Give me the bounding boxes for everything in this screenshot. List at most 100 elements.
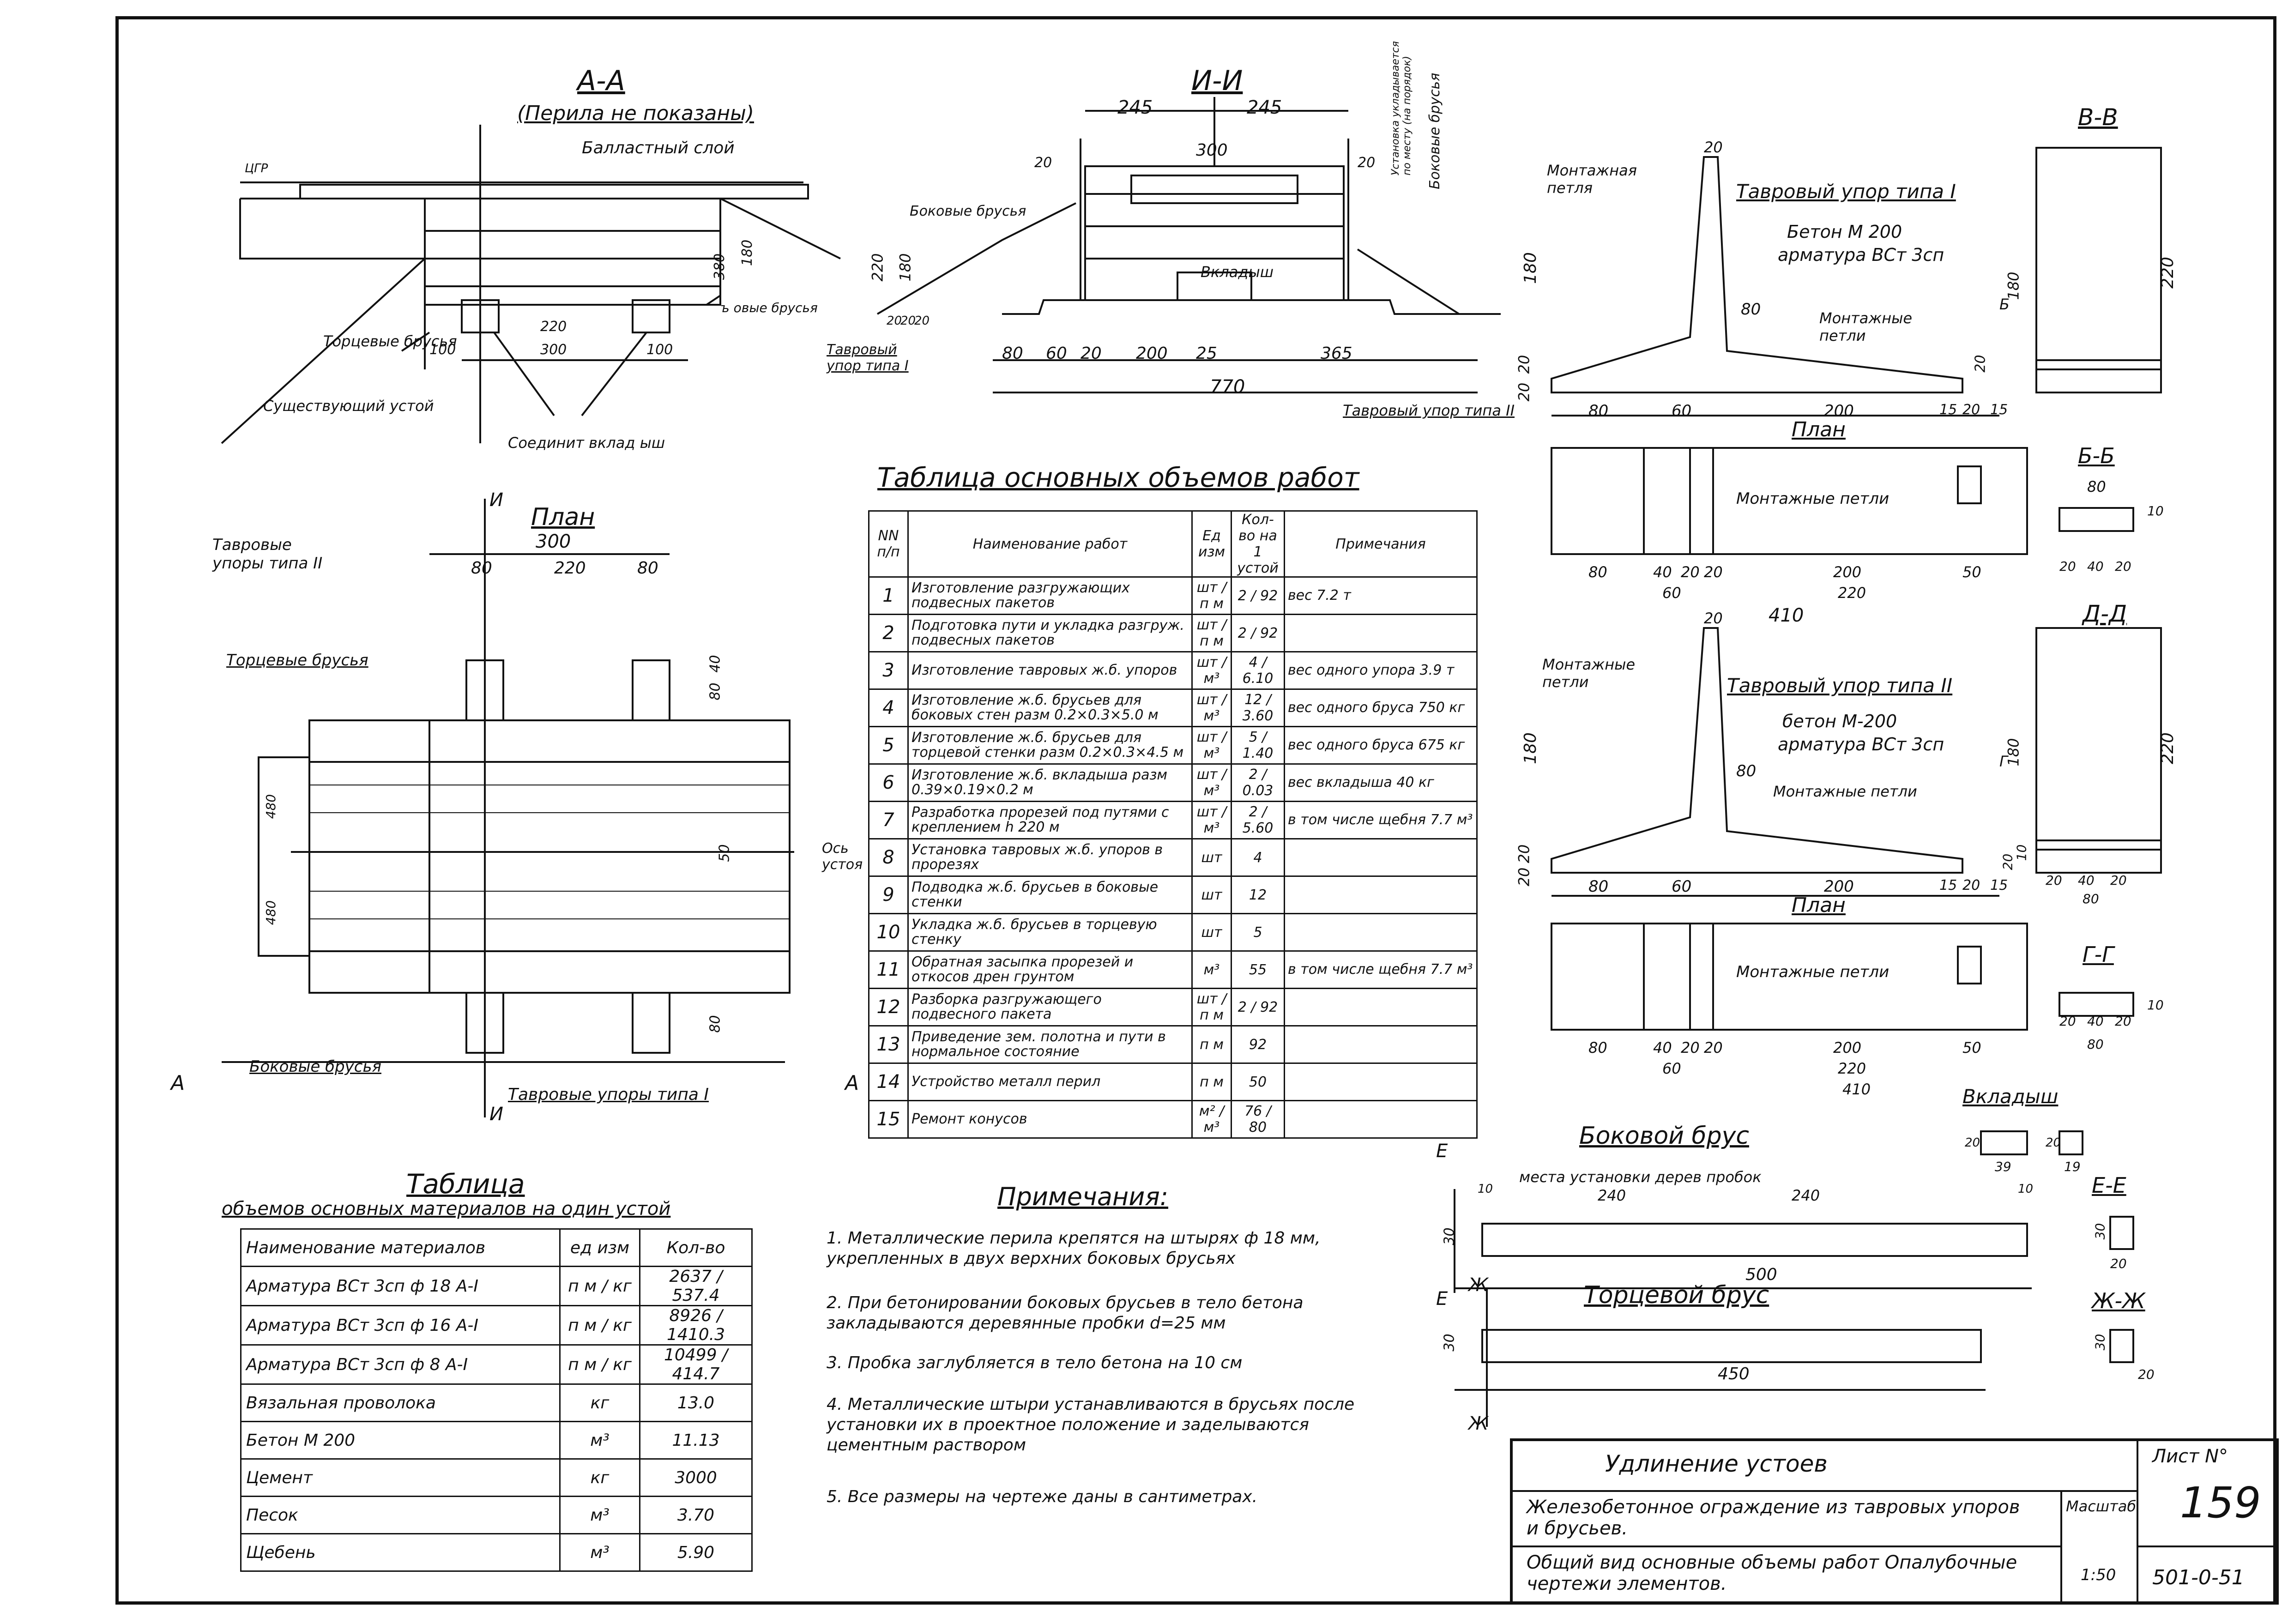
stop1-dim-bottom-5: 20 xyxy=(1962,402,1980,418)
title-block-content: Общий вид основные объемы работ Опалубоч… xyxy=(1527,1552,2017,1594)
cell-qty: 92 xyxy=(1231,1025,1285,1064)
title-block-sheet-cell: Лист N° 159 xyxy=(2138,1441,2277,1547)
stop2-plan-dim-8: 220 xyxy=(1838,1060,1866,1077)
section-bb-dim-4: 40 xyxy=(2087,559,2104,574)
cell-unit: кг xyxy=(559,1458,640,1497)
insert-title: Вкладыш xyxy=(1962,1085,2059,1108)
cell-work: Разборка разгружающего подвесного пакета xyxy=(907,988,1193,1026)
cell-unit: шт xyxy=(1191,875,1232,914)
cell-note: вес одного бруса 750 кг xyxy=(1284,688,1478,727)
cell-num: 9 xyxy=(868,875,909,914)
cell-unit: шт / м³ xyxy=(1191,763,1232,802)
cell-num: 4 xyxy=(868,688,909,727)
side-beam-mark-e1: Е xyxy=(1436,1141,1448,1162)
insert-dim-4: 20 xyxy=(2046,1136,2061,1150)
cell-unit: м³ xyxy=(559,1533,640,1572)
cell-work: Ремонт конусов xyxy=(907,1100,1193,1139)
cell-qty: 2 / 5.60 xyxy=(1231,801,1285,839)
cell-material: Песок xyxy=(240,1496,561,1534)
plan-left-title: План xyxy=(531,503,595,531)
cell-material: Щебень xyxy=(240,1533,561,1572)
section-zhzh-title: Ж-Ж xyxy=(2092,1288,2145,1313)
plan-left-label-end: Торцевые брусья xyxy=(226,651,368,670)
title-block-content-cell: Общий вид основные объемы работ Опалубоч… xyxy=(1513,1547,2062,1605)
cell-work: Разработка прорезей под путями с креплен… xyxy=(907,801,1193,839)
works-col-name: Наименование работ xyxy=(907,510,1193,578)
title-block-sheet-label: Лист N° xyxy=(2152,1446,2228,1467)
cell-note: в том числе щебня 7.7 м³ xyxy=(1284,801,1478,839)
section-dd-dim-5: 20 xyxy=(2110,873,2127,888)
materials-col-qty: Кол-во xyxy=(639,1228,753,1267)
insert-dim-3: 20 xyxy=(1965,1136,1980,1150)
section-aa-label-insert: Соединит вклад ыш xyxy=(508,434,665,452)
plan-left-mark-a2: А xyxy=(845,1071,859,1095)
section-gg-title: Г-Г xyxy=(2083,942,2114,967)
stop1-concrete: Бетон М 200 xyxy=(1787,222,1902,242)
cell-work: Изготовление разгружающих подвесных паке… xyxy=(907,576,1193,615)
cell-qty: 5.90 xyxy=(639,1533,753,1572)
section-aa-label-end-beams: Торцевые брусья xyxy=(323,332,457,350)
cell-qty: 2 / 92 xyxy=(1231,576,1285,615)
stop2-dim-left-3: 20 xyxy=(1515,867,1533,887)
works-col-unit: Ед изм xyxy=(1191,510,1232,578)
cell-work: Изготовление тавровых ж.б. упоров xyxy=(907,651,1193,690)
title-block-project-cell: Удлинение устоев xyxy=(1513,1441,2138,1492)
stop1-plan-dim-6: 50 xyxy=(1962,563,1981,581)
stop1-plan-title: План xyxy=(1792,418,1846,441)
stop2-dim-bottom-4: 15 xyxy=(1939,877,1957,894)
works-table-header: NN п/п Наименование работ Ед изм Кол-во … xyxy=(868,510,1478,578)
side-beam-dim-1: 240 xyxy=(1598,1187,1626,1204)
cell-material: Вязальная проволока xyxy=(240,1383,561,1422)
section-gg-dim-4: 80 xyxy=(2087,1037,2104,1052)
section-bb-title: Б-Б xyxy=(2078,443,2115,468)
section-bb-dim-2: 10 xyxy=(2147,503,2164,519)
section-ee-dim-2: 30 xyxy=(2092,1223,2108,1240)
cell-material: Арматура ВСт 3сп ф 8 А-I xyxy=(240,1344,561,1385)
cell-num: 5 xyxy=(868,726,909,765)
stop1-plan-dim-7: 60 xyxy=(1662,584,1681,602)
cell-note: вес одного упора 3.9 т xyxy=(1284,651,1478,690)
section-aa-level: ЦГР xyxy=(245,162,268,175)
cell-note xyxy=(1284,1063,1478,1101)
cell-num: 12 xyxy=(868,988,909,1026)
section-zhzh-dim-1: 30 xyxy=(2092,1334,2108,1351)
title-block-scale-cell: Масштаб 1:50 xyxy=(2062,1492,2138,1605)
stop2-plan-title: План xyxy=(1792,894,1846,917)
stop1-dim-right: 20 xyxy=(1972,355,1989,373)
title-block-subject: Железобетонное ограждение из тавровых уп… xyxy=(1527,1497,2020,1539)
stop2-plan-dim-6: 50 xyxy=(1962,1039,1981,1057)
notes-title: Примечания: xyxy=(997,1182,1169,1211)
cell-unit: м² / м³ xyxy=(1191,1100,1232,1139)
plan-left-dim-1: 300 xyxy=(536,531,571,552)
section-aa-dim-4: 100 xyxy=(646,342,673,358)
stop1-plan-dim-2: 40 xyxy=(1653,563,1672,581)
stop1-plan-dim-9: 410 xyxy=(1769,605,1804,626)
cell-qty: 12 xyxy=(1231,875,1285,914)
title-block-project: Удлинение устоев xyxy=(1605,1450,1828,1477)
cell-num: 8 xyxy=(868,838,909,877)
side-beam-dim-6: 10 xyxy=(1478,1182,1493,1196)
section-dd-dim-4: 40 xyxy=(2078,873,2095,888)
cell-qty: 13.0 xyxy=(639,1383,753,1422)
cell-unit: шт xyxy=(1191,913,1232,952)
section-ii-dim-left-3: 20 xyxy=(887,314,902,328)
section-aa-dim-3: 300 xyxy=(540,342,567,358)
stop1-dim-bottom-1: 80 xyxy=(1588,402,1609,420)
cell-work: Установка тавровых ж.б. упоров в прорезя… xyxy=(907,838,1193,877)
cell-num: 14 xyxy=(868,1063,909,1101)
plan-left-dim-3: 220 xyxy=(554,559,586,578)
stop2-plan-dim-7: 60 xyxy=(1662,1060,1681,1077)
stop2-dim-right-2: 20 xyxy=(2000,853,2016,870)
end-beam-title: Торцевой брус xyxy=(1584,1281,1769,1309)
plan-left-label-stop2: Тавровые упоры типа II xyxy=(212,536,323,573)
section-zhzh-dim-2: 20 xyxy=(2138,1367,2155,1382)
stop1-dim-left-2: 20 xyxy=(1515,355,1533,374)
section-ii-dim-left-2: 180 xyxy=(896,253,914,282)
materials-table-header: Наименование материалов ед изм Кол-во xyxy=(240,1228,753,1267)
